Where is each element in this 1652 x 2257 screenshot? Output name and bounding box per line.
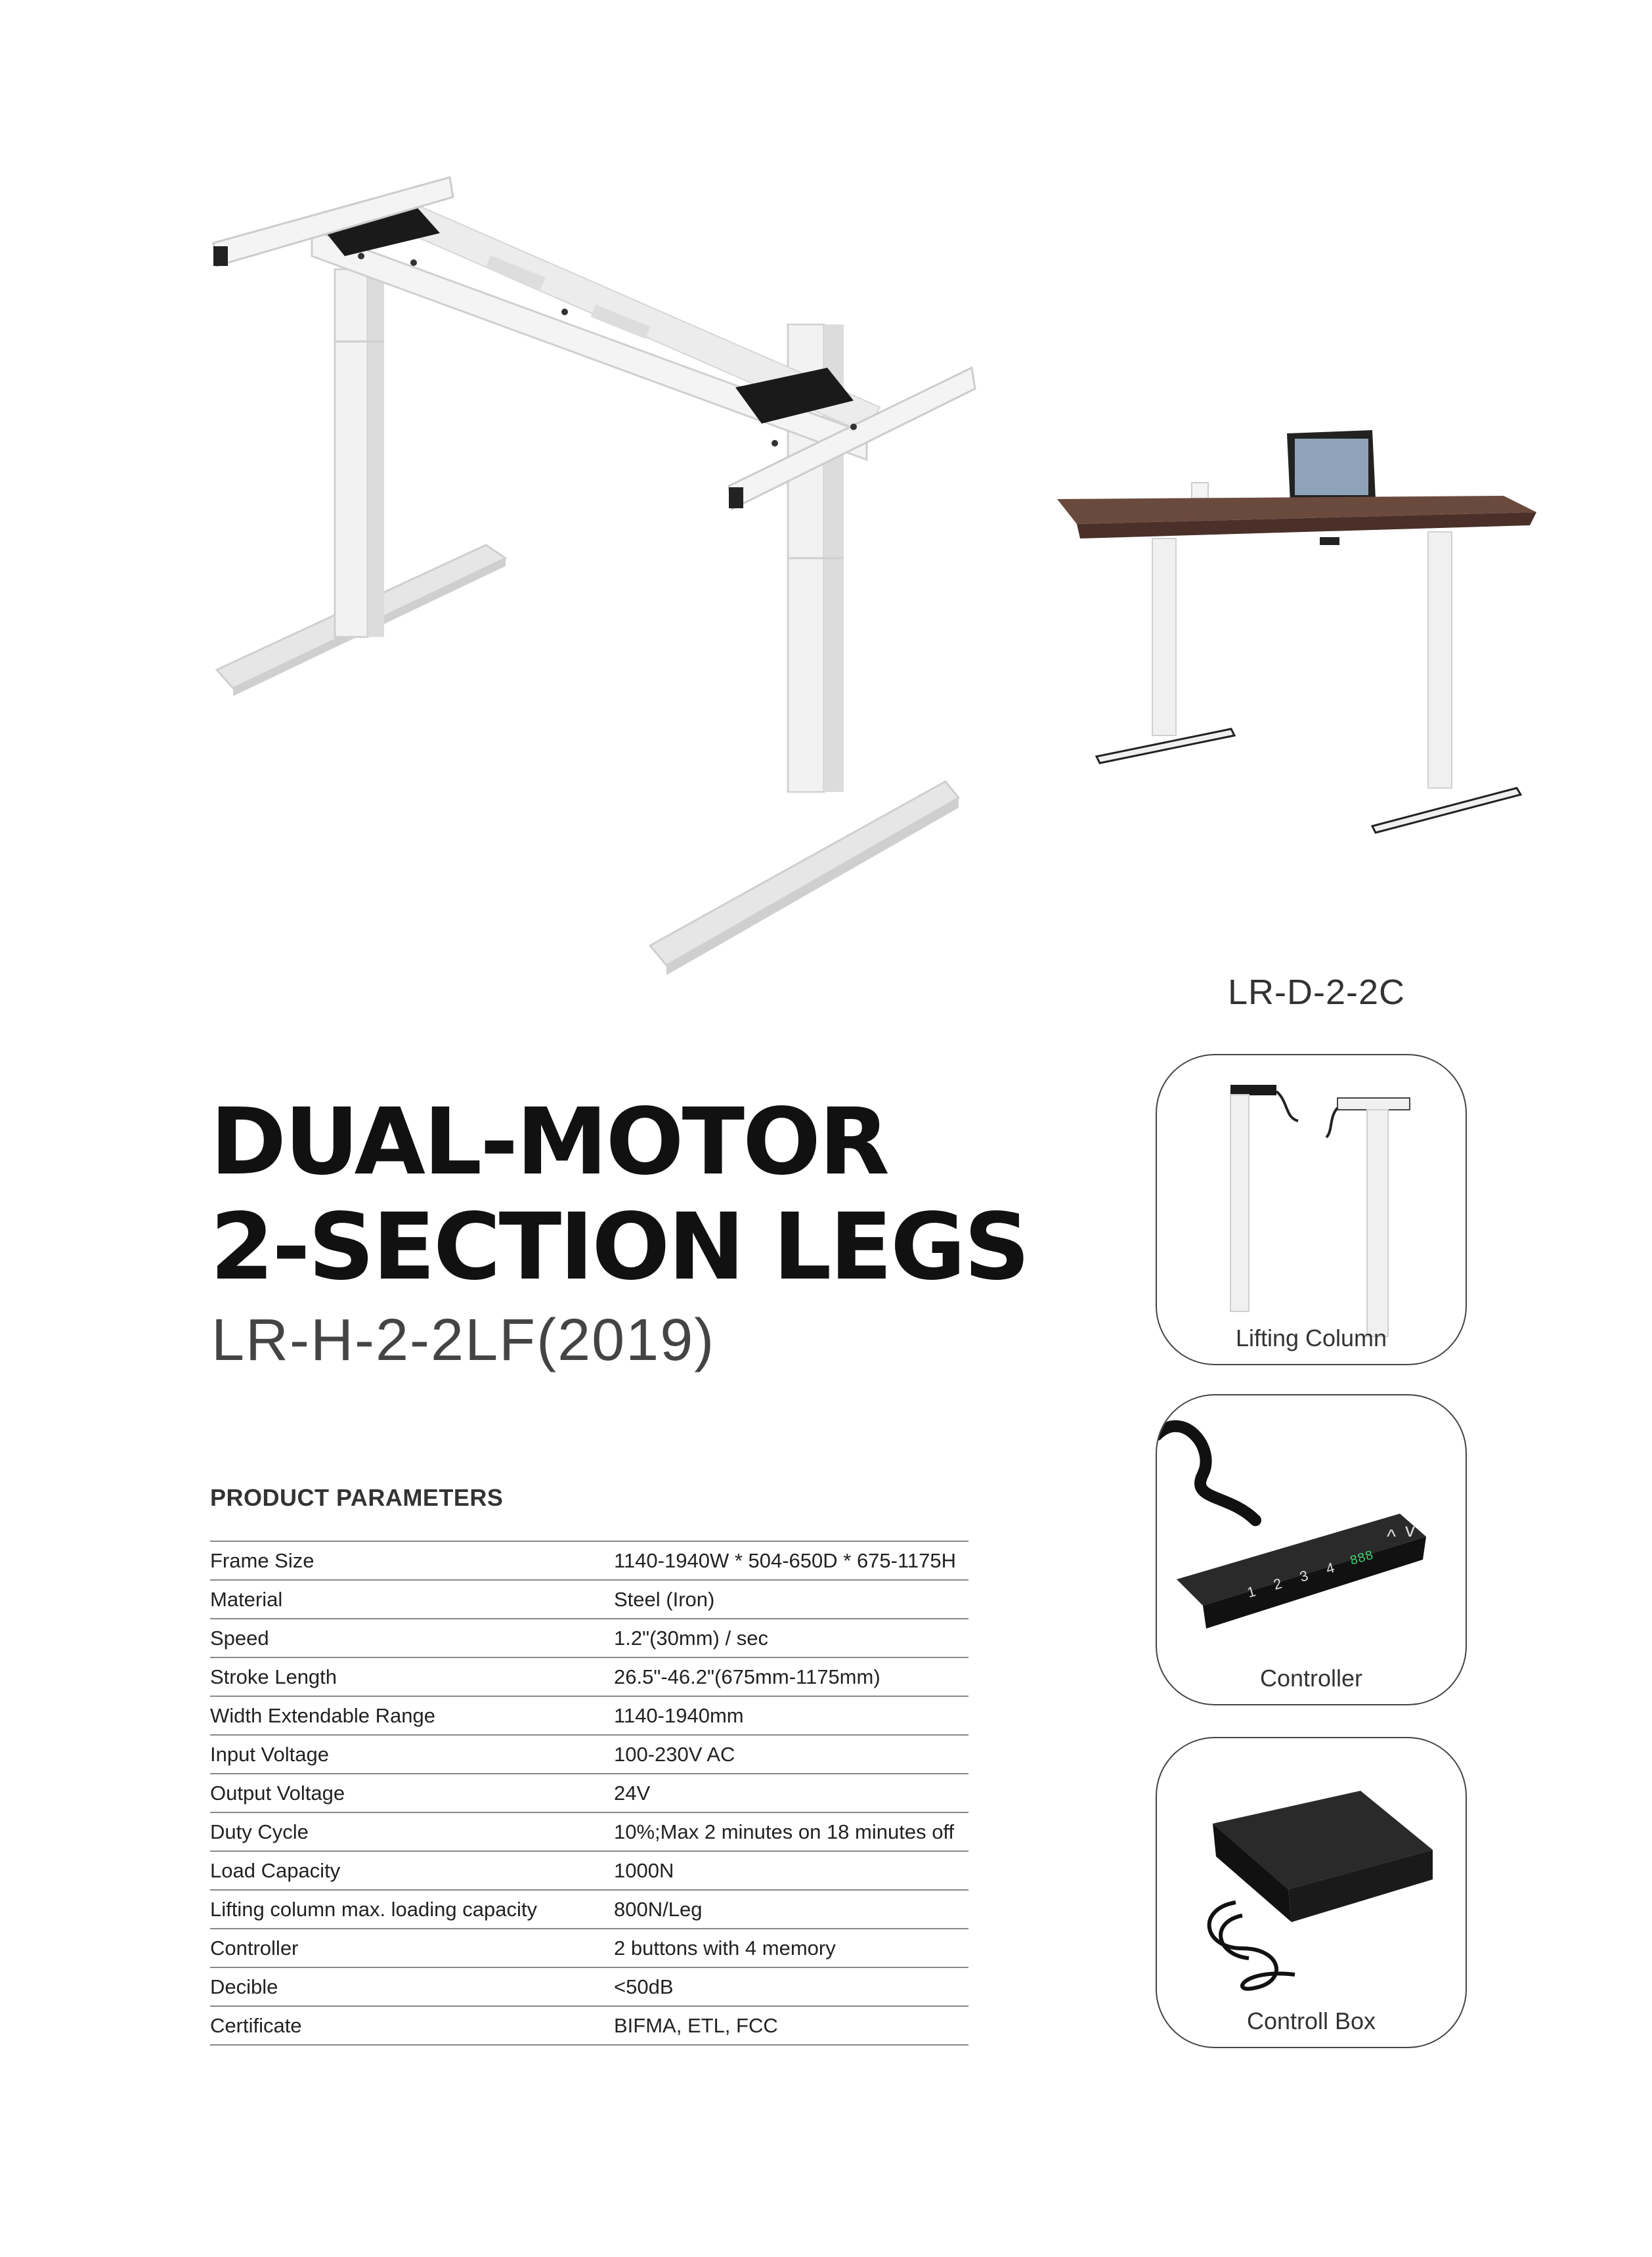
param-label: Load Capacity: [210, 1858, 341, 1882]
table-row: Input Voltage 100-230V AC: [210, 1735, 968, 1774]
lifting-column-card: Lifting Column: [1156, 1054, 1467, 1365]
param-value: 100-230V AC: [614, 1742, 735, 1766]
main-title: DUAL-MOTOR 2-SECTION LEGS: [210, 1089, 1030, 1301]
desk-frame-illustration: [212, 176, 976, 975]
param-value: 2 buttons with 4 memory: [614, 1936, 836, 1960]
param-label: Lifting column max. loading capacity: [210, 1897, 537, 1921]
desk-model-label: LR-D-2-2C: [1227, 973, 1406, 1012]
param-value: <50dB: [614, 1975, 674, 1998]
title-line-1: DUAL-MOTOR: [210, 1089, 890, 1196]
up-chevron-icon: ^: [1387, 1526, 1396, 1548]
controller-caption: Controller: [1259, 1665, 1363, 1692]
table-row: Speed 1.2"(30mm) / sec: [210, 1619, 968, 1657]
param-label: Material: [210, 1587, 283, 1611]
parameters-table: Frame Size 1140-1940W * 504-650D * 675-11…: [210, 1541, 968, 2046]
param-value: 24V: [614, 1781, 651, 1805]
param-label: Output Voltage: [210, 1781, 345, 1805]
table-row: Stroke Length 26.5"-46.2"(675mm-1175mm): [210, 1657, 968, 1696]
control-box-caption: Controll Box: [1246, 2007, 1376, 2034]
param-label: Speed: [210, 1626, 269, 1650]
param-label: Decible: [210, 1975, 278, 1998]
param-label: Duty Cycle: [210, 1820, 309, 1843]
param-value: 1.2"(30mm) / sec: [614, 1626, 768, 1650]
control-box-card: Controll Box: [1156, 1737, 1467, 2048]
model-number: LR-H-2-2LF(2019): [211, 1307, 716, 1373]
param-value: 1140-1940mm: [614, 1703, 744, 1727]
table-row: Duty Cycle 10%;Max 2 minutes on 18 minute…: [210, 1812, 968, 1851]
table-row: Frame Size 1140-1940W * 504-650D * 675-11…: [210, 1541, 968, 1580]
param-value: 800N/Leg: [614, 1897, 703, 1921]
param-label: Stroke Length: [210, 1665, 337, 1688]
table-row: Output Voltage 24V: [210, 1774, 968, 1812]
param-label: Frame Size: [210, 1548, 315, 1572]
param-value: 10%;Max 2 minutes on 18 minutes off: [614, 1820, 955, 1843]
param-value: 1140-1940W * 504-650D * 675-1175H: [614, 1548, 957, 1572]
table-row: Decible <50dB: [210, 1967, 968, 2006]
controller-icon: 1 2 3 4 888 ^ v: [1157, 1420, 1426, 1629]
controller-card: 1 2 3 4 888 ^ v Controller: [1156, 1394, 1467, 1705]
param-value: 26.5"-46.2"(675mm-1175mm): [614, 1665, 880, 1688]
table-row: Lifting column max. loading capacity 800N…: [210, 1890, 968, 1929]
param-value: 1000N: [614, 1858, 674, 1882]
lifting-column-icon: [1230, 1085, 1410, 1337]
param-label: Controller: [210, 1936, 299, 1960]
param-label: Width Extendable Range: [210, 1703, 435, 1727]
down-chevron-icon: v: [1405, 1520, 1415, 1541]
param-value: BIFMA, ETL, FCC: [614, 2013, 778, 2037]
param-value: Steel (Iron): [614, 1587, 715, 1611]
desk-illustration: [1057, 430, 1536, 834]
title-line-2: 2-SECTION LEGS: [210, 1194, 1030, 1301]
lifting-column-caption: Lifting Column: [1235, 1325, 1387, 1351]
param-label: Certificate: [210, 2013, 302, 2037]
table-row: Controller 2 buttons with 4 memory: [210, 1929, 968, 1967]
control-box-icon: [1207, 1791, 1433, 1991]
param-label: Input Voltage: [210, 1742, 329, 1766]
table-row: Width Extendable Range 1140-1940mm: [210, 1696, 968, 1735]
parameters-heading: PRODUCT PARAMETERS: [210, 1484, 504, 1511]
table-row: Material Steel (Iron): [210, 1580, 968, 1619]
table-row: Load Capacity 1000N: [210, 1851, 968, 1890]
table-row: Certificate BIFMA, ETL, FCC: [210, 2006, 968, 2045]
